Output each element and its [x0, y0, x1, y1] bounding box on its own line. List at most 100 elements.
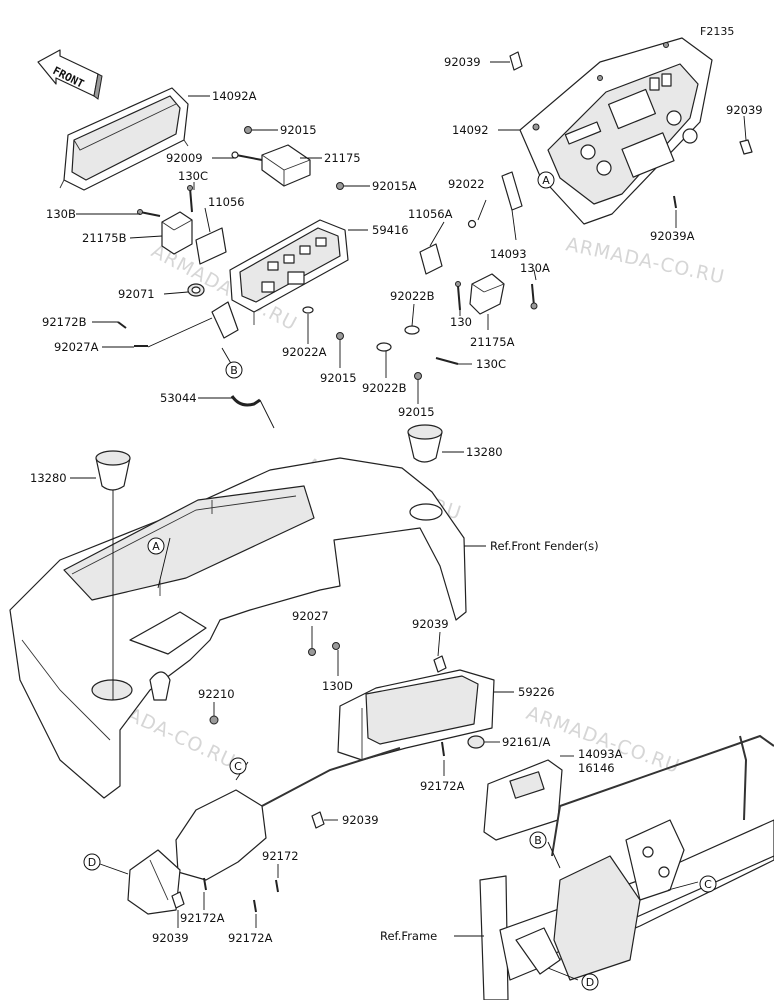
svg-text:B: B: [534, 834, 542, 847]
instrument-cover-14092: [519, 37, 713, 225]
ref-marker-B-frame: B: [529, 831, 547, 849]
callout-92210: 92210: [198, 687, 235, 701]
callout-92015A: 92015A: [372, 179, 417, 193]
grommet-92161A: [467, 735, 485, 749]
plate-14093: [501, 171, 523, 211]
washer-92022B-2: [376, 342, 392, 352]
callout-130: 130: [450, 315, 472, 329]
watermark-2: ARMADA-CO.RU: [564, 233, 727, 288]
ref-marker-A-top: A: [537, 171, 555, 189]
callout-ref-frame: Ref.Frame: [380, 929, 437, 943]
callout-21175A: 21175A: [470, 335, 515, 349]
connector-11056: [195, 227, 227, 265]
callout-92039-right: 92039: [726, 103, 763, 117]
callout-59226: 59226: [518, 685, 555, 699]
callout-13280-left: 13280: [30, 471, 67, 485]
screw-92039A: [673, 195, 677, 209]
callout-59416: 59416: [372, 223, 409, 237]
cover-panel-14092A: [59, 87, 189, 191]
frame: [479, 734, 774, 1000]
screw-92172A-low2: [253, 899, 257, 913]
relay-21175: [261, 144, 311, 187]
callout-92071: 92071: [118, 287, 155, 301]
svg-text:A: A: [542, 174, 550, 187]
callout-14093: 14093: [490, 247, 527, 261]
nut-92015-mid: [336, 332, 344, 340]
svg-text:C: C: [704, 878, 712, 891]
bolt-130C-top: [187, 185, 193, 213]
washer-92022A: [302, 306, 314, 314]
ref-marker-D-left: D: [83, 853, 101, 871]
grommet-92071: [187, 283, 205, 297]
lower-bracket-left: [127, 789, 267, 915]
callout-53044: 53044: [160, 391, 197, 405]
relay-21175B: [161, 211, 193, 255]
cover-14093A: [483, 759, 563, 841]
callout-130C-bottom: 130C: [476, 357, 506, 371]
screw-92172: [275, 879, 279, 893]
callout-21175: 21175: [324, 151, 361, 165]
callout-92027: 92027: [292, 609, 329, 623]
callout-92022: 92022: [448, 177, 485, 191]
callout-130D: 130D: [322, 679, 353, 693]
callout-92172A-mid: 92172A: [420, 779, 465, 793]
callout-92027A: 92027A: [54, 340, 99, 354]
bolt-92015-top: [244, 126, 252, 134]
callout-92015-low: 92015: [398, 405, 435, 419]
callout-14092A: 14092A: [212, 89, 257, 103]
bolt-130: [455, 281, 461, 311]
svg-text:A: A: [152, 540, 160, 553]
callout-92022B-2: 92022B: [362, 381, 407, 395]
bolt-130B: [137, 209, 161, 217]
screw-92172A-low1: [203, 877, 207, 891]
bolt-92009: [231, 151, 263, 161]
wire-harness: [261, 747, 401, 807]
callout-92015-top: 92015: [280, 123, 317, 137]
callout-21175B: 21175B: [82, 231, 127, 245]
callout-92022B-1: 92022B: [390, 289, 435, 303]
nut-92027: [308, 648, 316, 656]
callout-14092: 14092: [452, 123, 489, 137]
callout-16146: 16146: [578, 761, 615, 775]
callout-14093A: 14093A: [578, 747, 623, 761]
nut-92015-low: [414, 372, 422, 380]
callout-92015-mid: 92015: [320, 371, 357, 385]
callout-130C-top: 130C: [178, 169, 208, 183]
hose-53044: [230, 395, 261, 407]
glove-box-59226: [337, 669, 495, 761]
callout-92161A: 92161/A: [502, 735, 550, 749]
callout-labels: 14092A 92015 92009 21175 130C 11056 130B…: [30, 55, 763, 945]
diagram-code: F2135: [700, 25, 734, 38]
ref-marker-C-frame: C: [699, 875, 717, 893]
svg-text:D: D: [88, 856, 96, 869]
ref-marker-C-mid: C: [229, 757, 247, 775]
callout-11056A: 11056A: [408, 207, 453, 221]
relay-21175A: [469, 273, 505, 315]
bolt-130D: [332, 642, 340, 650]
ref-markers: A A B B C C D D: [83, 171, 717, 991]
bolt-92015A: [336, 182, 344, 190]
callout-13280-right: 13280: [466, 445, 503, 459]
connector-11056A: [419, 243, 443, 275]
callout-92172A-low1: 92172A: [180, 911, 225, 925]
clip-92039-right: [739, 139, 753, 155]
svg-text:C: C: [234, 760, 242, 773]
screw-92172A-mid: [441, 741, 445, 757]
clip-92039-bottom: [171, 891, 185, 909]
callout-92039-top: 92039: [444, 55, 481, 69]
callout-130B: 130B: [46, 207, 76, 221]
callout-130A: 130A: [520, 261, 550, 275]
callout-ref-front-fender: Ref.Front Fender(s): [490, 539, 599, 553]
front-arrow-icon: FRONT: [37, 49, 103, 100]
callout-92022A: 92022A: [282, 345, 327, 359]
callout-92172B: 92172B: [42, 315, 87, 329]
callout-92039-low: 92039: [342, 813, 379, 827]
svg-text:B: B: [230, 364, 238, 377]
cup-holder-13280-right: [407, 424, 443, 463]
callout-92039-bottom: 92039: [152, 931, 189, 945]
callout-92172A-low2: 92172A: [228, 931, 273, 945]
callout-92009: 92009: [166, 151, 203, 165]
callout-11056: 11056: [208, 195, 245, 209]
callout-92039-mid: 92039: [412, 617, 449, 631]
